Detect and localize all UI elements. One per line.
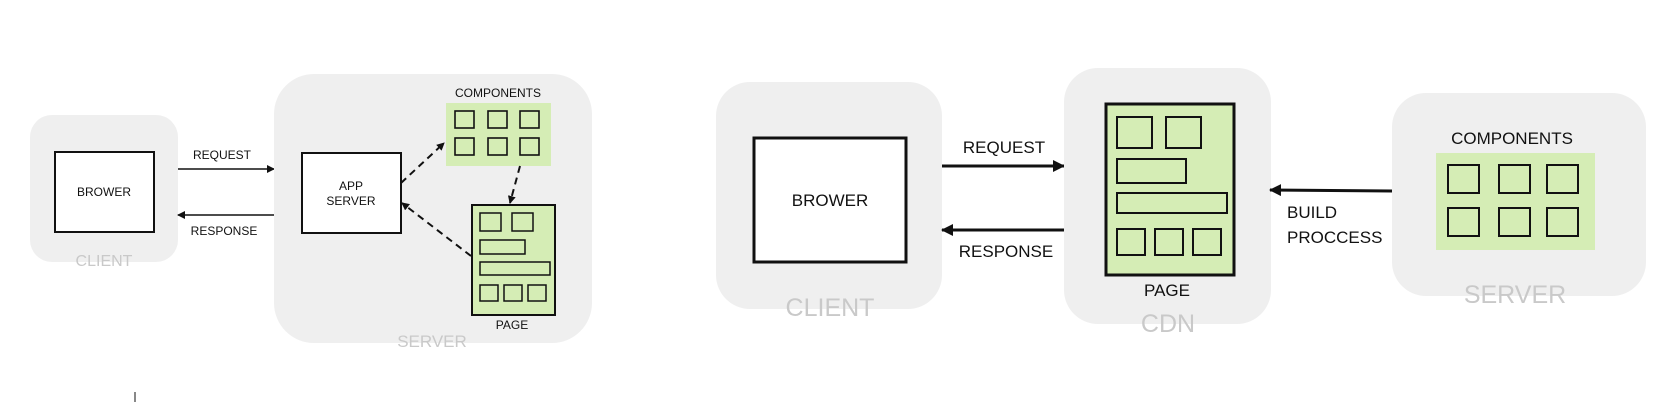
page-to-app-server-arrow <box>401 202 472 257</box>
right-server-group-label: SERVER <box>1464 281 1566 309</box>
left-browser-box <box>54 151 155 233</box>
left-page-content <box>479 212 551 302</box>
right-page-label: PAGE <box>1144 281 1190 300</box>
app-server-label-line1: APP <box>339 179 363 193</box>
app-server-to-components-arrow <box>400 142 445 184</box>
components-to-page-arrow <box>507 165 521 204</box>
app-server-label-line2: SERVER <box>326 194 375 208</box>
left-components-label: COMPONENTS <box>455 86 541 100</box>
left-browser-label: BROWER <box>77 185 131 199</box>
left-client-group-label: CLIENT <box>76 253 133 270</box>
right-response-label: RESPONSE <box>959 242 1053 261</box>
right-request-label: REQUEST <box>963 138 1045 157</box>
left-page-label: PAGE <box>496 318 528 332</box>
app-server-box <box>301 152 402 234</box>
right-component-squares <box>1447 164 1579 237</box>
build-process-arrow <box>1269 184 1393 197</box>
left-request-label: REQUEST <box>193 148 252 162</box>
right-ssg-diagram: BROWER CLIENT REQUEST RESPONSE PAGE CDN … <box>716 68 1646 338</box>
right-components-block <box>1436 153 1595 250</box>
right-client-group-label: CLIENT <box>786 294 875 322</box>
right-page-box <box>1104 102 1236 277</box>
right-browser-label: BROWER <box>792 191 869 210</box>
cdn-group-label: CDN <box>1141 310 1195 338</box>
right-components-label: COMPONENTS <box>1451 129 1573 148</box>
build-label-line1: BUILD <box>1287 203 1337 222</box>
left-server-group-label: SERVER <box>397 332 467 351</box>
left-page-box <box>471 204 556 316</box>
right-browser-box <box>752 136 908 264</box>
left-ssr-diagram: BROWER CLIENT REQUEST RESPONSE APP SERVE… <box>30 74 592 351</box>
left-component-squares <box>454 110 540 156</box>
right-page-content <box>1116 116 1228 256</box>
build-label-line2: PROCCESS <box>1287 228 1382 247</box>
left-response-label: RESPONSE <box>191 224 258 238</box>
left-components-block <box>446 103 551 166</box>
